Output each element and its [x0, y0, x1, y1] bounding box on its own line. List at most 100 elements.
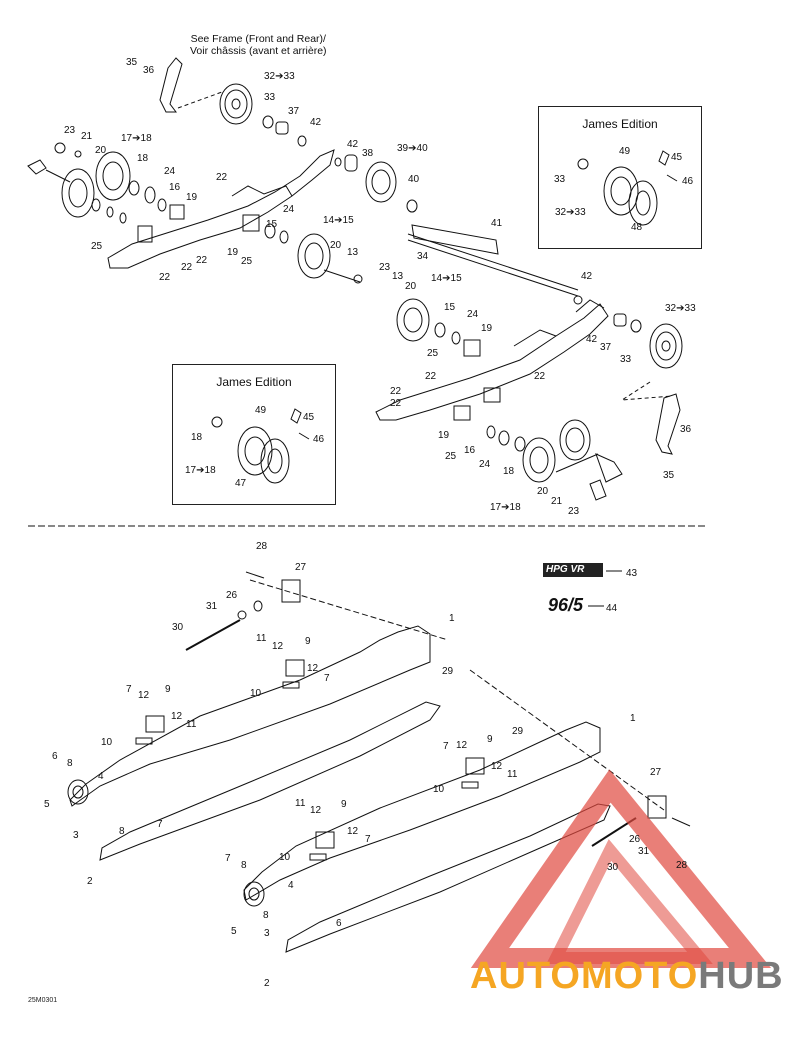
part-callout: 17➔18	[121, 133, 152, 144]
part-callout: 20	[95, 145, 107, 156]
part-callout: 42	[586, 334, 598, 345]
cross-shaft-leader-b	[469, 669, 665, 811]
bearing-18b	[514, 436, 526, 452]
left-rail	[69, 625, 431, 807]
roller-5-left	[67, 779, 89, 805]
part-callout: 11	[186, 719, 197, 730]
part-callout: 9	[341, 799, 347, 810]
part-callout: 28	[676, 860, 688, 871]
part-callout: 29	[442, 666, 454, 677]
part-callout: 17➔18	[490, 502, 521, 513]
ring-42c	[573, 295, 583, 305]
spacer-37b	[613, 313, 627, 327]
spacer-38	[344, 154, 358, 172]
bolt-21b	[555, 453, 599, 473]
ring-16b	[486, 425, 496, 439]
part-callout: 9	[487, 734, 493, 745]
part-callout: 21	[81, 131, 93, 142]
part-callout: 8	[241, 860, 247, 871]
part-callout: 1	[449, 613, 455, 624]
drawing-code: 25M0301	[28, 997, 58, 1004]
part-callout: 35	[663, 470, 675, 481]
slider-plate-10a	[282, 681, 300, 689]
part-callout: 25	[241, 256, 253, 267]
axle-41	[411, 224, 499, 255]
bearing-18	[128, 180, 140, 196]
slider-plate-10b	[135, 737, 153, 745]
ring-20-upper	[91, 198, 101, 212]
part-callout: 22	[196, 255, 208, 266]
ring-16	[157, 198, 167, 212]
cross-shaft-leader	[249, 579, 449, 641]
part-callout: 28	[256, 541, 268, 552]
part-callout: 20	[537, 486, 549, 497]
leader-dashed	[177, 91, 223, 109]
arm-detail	[231, 185, 293, 197]
block-27-right	[647, 795, 667, 819]
part-callout: 4	[288, 880, 294, 891]
part-callout: 49	[255, 405, 267, 416]
roller-5-right	[243, 881, 265, 907]
part-callout: 11	[256, 633, 267, 644]
part-callout: 19	[186, 192, 198, 203]
part-callout: 23	[64, 125, 76, 136]
watermark-auto: AUTO	[470, 955, 581, 997]
part-callout: 38	[362, 148, 374, 159]
part-callout: 26	[629, 834, 641, 845]
part-callout: 26	[226, 590, 238, 601]
watermark-hub: HUB	[698, 955, 784, 997]
part-callout: 7	[443, 741, 449, 752]
part-callout: 24	[479, 459, 491, 470]
part-callout: 27	[650, 767, 662, 778]
part-callout: 19	[438, 430, 450, 441]
rear-arm-lower	[375, 303, 609, 421]
part-callout: 10	[279, 852, 291, 863]
part-callout: 19	[481, 323, 493, 334]
part-callout: 5	[44, 799, 50, 810]
part-callout: 13	[347, 247, 359, 258]
ring-24c	[451, 331, 461, 345]
part-callout: 22	[181, 262, 193, 273]
block-19	[169, 204, 185, 220]
part-callout: 45	[671, 152, 683, 163]
part-callout: 29	[512, 726, 524, 737]
part-callout: 12	[272, 641, 284, 652]
axle-34	[407, 233, 579, 291]
slider-block-9b	[145, 715, 165, 733]
left-slide	[99, 701, 441, 861]
part-callout: 12	[491, 761, 503, 772]
part-callout: 7	[225, 853, 231, 864]
wheel-14-15-lower	[396, 298, 430, 342]
arm-detail-lower	[513, 329, 557, 347]
bearing-33	[262, 115, 274, 129]
part-callout: 18	[191, 432, 203, 443]
part-callout: 9	[165, 684, 171, 695]
part-callout: 12	[347, 826, 359, 837]
part-callout: 7	[365, 834, 371, 845]
part-callout: 1	[630, 713, 636, 724]
part-callout: 31	[206, 601, 218, 612]
block-19d	[483, 387, 501, 403]
part-callout: 46	[682, 176, 694, 187]
leader-dashed-b	[621, 381, 673, 401]
wheel-17-18-lower-a	[522, 437, 556, 483]
ring-15b	[434, 322, 446, 338]
part-callout: 20	[330, 240, 342, 251]
cap-23b	[595, 453, 623, 483]
arm-detail-lower-b	[575, 299, 605, 313]
part-callout: 37	[288, 106, 300, 117]
part-callout: 12	[171, 711, 183, 722]
part-callout: 7	[126, 684, 132, 695]
part-callout: 13	[392, 271, 404, 282]
part-callout: 22	[390, 398, 402, 409]
part-callout: 11	[507, 769, 518, 780]
part-callout: 33	[554, 174, 566, 185]
bolt-28-right	[671, 817, 691, 827]
part-callout: 12	[138, 690, 150, 701]
wheel-17-18-upper-a	[61, 168, 95, 218]
part-callout: 15	[266, 219, 278, 230]
inset-title: James Edition	[216, 375, 292, 389]
part-callout: 24	[164, 166, 176, 177]
slider-block-9a	[285, 659, 305, 677]
part-callout: 9	[305, 636, 311, 647]
